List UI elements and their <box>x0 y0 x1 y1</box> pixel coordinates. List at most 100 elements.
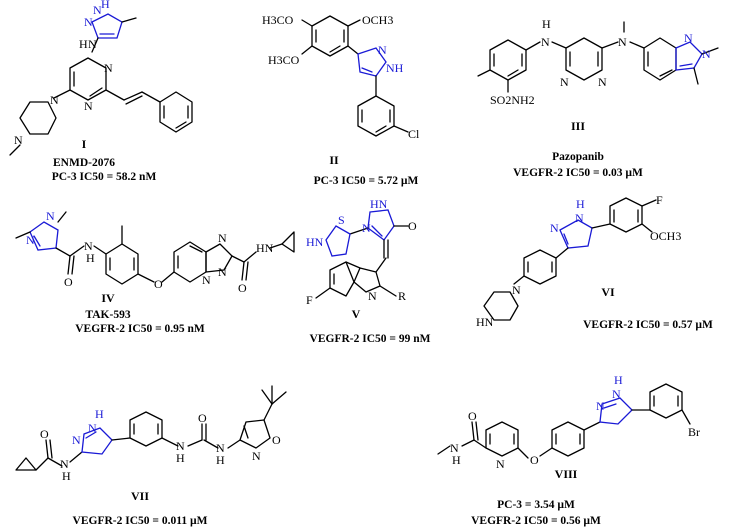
compound-II-atom: NH <box>386 61 404 75</box>
compound-I-numeral: I <box>82 137 87 151</box>
compound-I-atom: N <box>84 99 93 113</box>
compound-IV-atom: O <box>154 277 163 291</box>
compound-VIII-atom: O <box>468 409 477 423</box>
compound-V-structure: HN N O S HN F N R <box>306 197 417 307</box>
compound-III-atom: N <box>684 31 693 45</box>
compound-II-atom: H3CO <box>268 53 300 67</box>
compound-VII-atom: H <box>62 469 71 483</box>
compound-IV-activity: VEGFR-2 IC50 = 0.95 nM <box>75 323 205 335</box>
compound-VII-atom: H <box>95 407 104 421</box>
compound-VI-atom: N <box>512 283 521 297</box>
compound-III-name: Pazopanib <box>552 151 604 163</box>
compound-IV-atom: N <box>202 273 211 287</box>
compound-III-atom: N <box>541 35 550 49</box>
compound-VII-atom: N <box>60 457 69 471</box>
compound-VIII-atom: H <box>614 373 623 387</box>
compound-V-atom: F <box>306 293 313 307</box>
compound-VIII-atom: H <box>452 453 461 467</box>
compound-V-atom: N <box>368 289 377 303</box>
compound-II-numeral: II <box>329 153 339 167</box>
compound-VI-numeral: VI <box>601 285 615 299</box>
compound-II-activity: PC-3 IC50 = 5.72 µM <box>314 175 419 187</box>
compound-IV-name: TAK-593 <box>85 309 130 321</box>
compound-VIII-atom: N <box>496 457 505 471</box>
compound-VII-structure: H N N N H O O H N N N H O <box>15 385 287 483</box>
compound-III-activity: VEGFR-2 IC50 = 0.03 µM <box>513 167 643 179</box>
compound-VII-atom: H <box>176 451 185 465</box>
compound-I-atom: N <box>84 15 93 29</box>
compound-IV-atom: HN <box>256 241 274 255</box>
compound-VI-atom: N <box>550 221 559 235</box>
compound-IV-atom: N <box>84 239 93 253</box>
compound-III-atom: N <box>702 47 711 61</box>
compound-VI-atom: F <box>656 193 663 207</box>
compound-III-structure: H N N N N SO2NH2 N N <box>477 17 719 107</box>
compound-VIII-atom: Br <box>688 425 700 439</box>
compound-IV-atom: N <box>218 231 227 245</box>
compound-II-atom: N <box>378 43 387 57</box>
compound-I-atom: N <box>104 61 113 75</box>
compound-IV-atom: N <box>218 265 227 279</box>
compound-III-atom: N <box>618 35 627 49</box>
compound-I-atom: H <box>79 37 88 51</box>
compound-VII-atom: O <box>272 433 281 447</box>
compound-V-atom: R <box>398 289 406 303</box>
compound-I-atom: N <box>88 37 97 51</box>
compound-I-atom: N <box>50 93 59 107</box>
compound-VIII-atom: N <box>450 441 459 455</box>
compound-VII-atom: H <box>216 453 225 467</box>
compound-I-atom: H <box>101 0 110 11</box>
compound-IV-atom: N <box>46 209 55 223</box>
compound-VII-numeral: VII <box>131 489 149 503</box>
compound-VI-atom: N <box>575 211 584 225</box>
compound-I-activity: PC-3 IC50 = 58.2 nM <box>52 171 157 183</box>
compound-V-atom: HN <box>306 235 324 249</box>
compound-VII-atom: O <box>198 411 207 425</box>
compound-III-numeral: III <box>571 119 585 133</box>
compound-VII-atom: N <box>72 433 81 447</box>
compound-VIII-atom: N <box>612 387 621 401</box>
compound-VI-activity: VEGFR-2 IC50 = 0.57 µM <box>583 319 713 331</box>
compound-IV-atom: H <box>86 251 95 265</box>
compound-VIII-atom: N <box>596 399 605 413</box>
compound-VIII-structure: H N N O N H N O Br <box>437 373 700 471</box>
compound-V-atom: O <box>408 219 417 233</box>
compound-V-numeral: V <box>352 307 361 321</box>
compound-I-name: ENMD-2076 <box>53 157 115 169</box>
compound-V-atom: HN <box>370 197 388 211</box>
compound-II-atom: H3CO <box>262 13 294 27</box>
compound-IV-structure: N N N H O O N N N HN O <box>15 209 295 295</box>
compound-VII-atom: O <box>40 427 49 441</box>
compound-VII-atom: N <box>88 421 97 435</box>
compound-VII-atom: N <box>216 441 225 455</box>
compound-I-atom: N <box>14 133 23 147</box>
compound-IV-numeral: IV <box>101 291 115 305</box>
compound-II-atom: OCH3 <box>362 13 393 27</box>
compound-VI-atom: H <box>576 197 585 211</box>
compound-III-atom: N <box>598 75 607 89</box>
compound-IV-atom: O <box>64 275 73 289</box>
compound-VII-activity: VEGFR-2 IC50 = 0.011 µM <box>73 515 208 527</box>
compound-V-atom: S <box>338 213 345 227</box>
compound-VI-atom: HN <box>476 315 494 329</box>
compound-VIII-activity-2: VEGFR-2 IC50 = 0.56 µM <box>471 515 601 527</box>
compound-III-atom: N <box>560 75 569 89</box>
compound-VIII-activity: PC-3 = 3.54 µM <box>497 499 575 511</box>
compound-I-structure: N H N H N N N N N <box>9 0 193 156</box>
compound-V-atom: N <box>362 221 371 235</box>
compound-VI-structure: N H N F OCH3 N HN <box>476 193 681 329</box>
compound-VIII-atom: O <box>530 453 539 467</box>
compound-II-structure: H3CO OCH3 H3CO N NH Cl <box>262 13 420 141</box>
compound-IV-atom: N <box>26 233 35 247</box>
compound-VII-atom: N <box>252 449 261 463</box>
compound-II-atom: Cl <box>408 127 420 141</box>
compound-III-atom: H <box>542 17 551 31</box>
compound-III-atom: SO2NH2 <box>490 93 535 107</box>
compound-V-activity: VEGFR-2 IC50 = 99 nM <box>310 333 431 345</box>
compound-I-atom: N <box>93 3 102 17</box>
compound-VI-atom: OCH3 <box>650 229 681 243</box>
compound-VIII-numeral: VIII <box>555 467 578 481</box>
compound-VII-atom: N <box>176 439 185 453</box>
compound-IV-atom: O <box>238 281 247 295</box>
